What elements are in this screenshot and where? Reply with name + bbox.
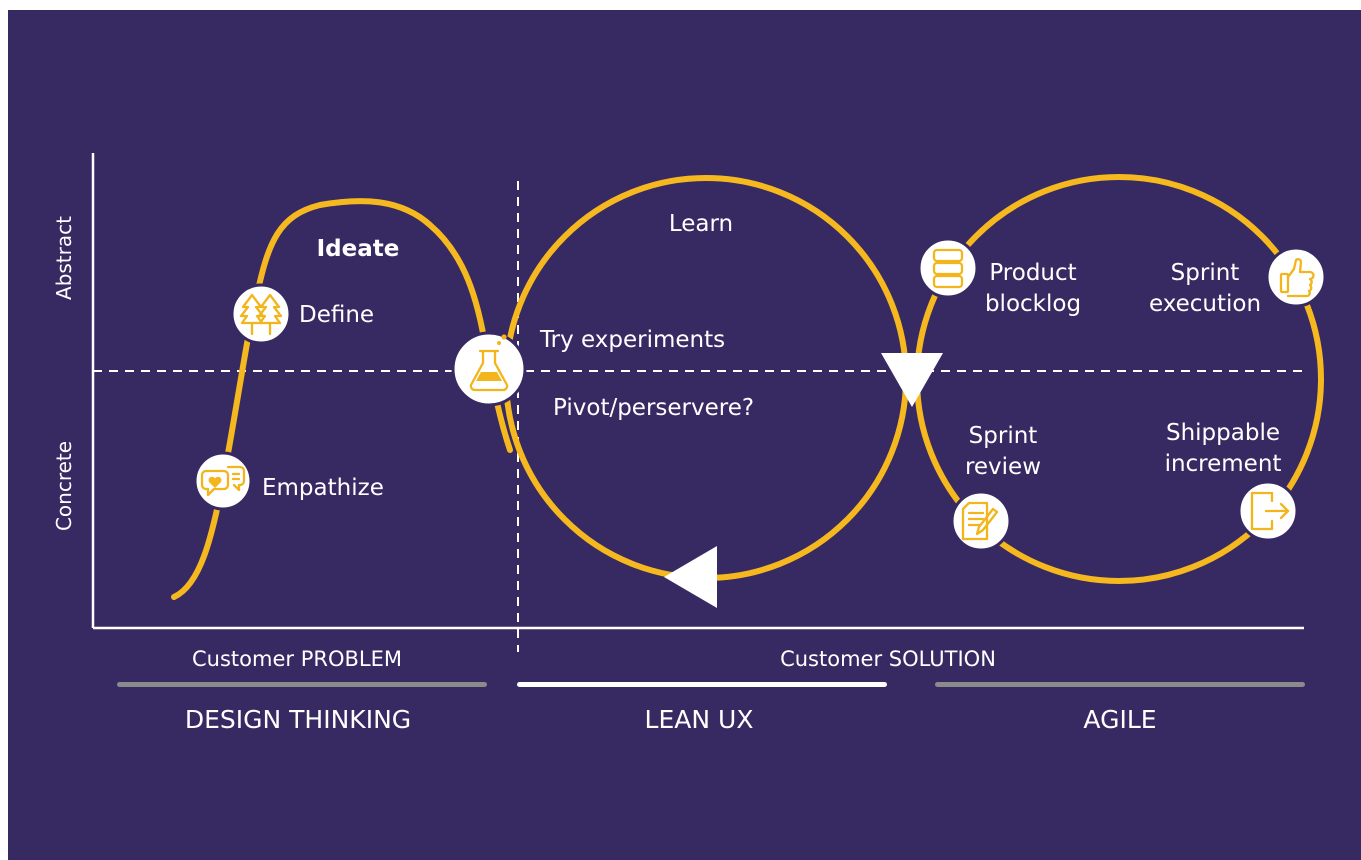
agile-sprint-review-line2: review	[965, 454, 1041, 480]
y-label-abstract: Abstract	[52, 216, 76, 300]
lean-ux-loop	[503, 175, 909, 581]
lean-loop-arrow	[664, 546, 717, 608]
trees-icon	[230, 283, 292, 345]
design-thinking-bar	[117, 682, 487, 687]
agile-product-backlog-line2: blocklog	[985, 291, 1081, 317]
section-title-lean-ux: LEAN UX	[645, 705, 754, 734]
agile-sprint-review-line1: Sprint	[969, 423, 1038, 449]
stage-empathize: Empathize	[262, 475, 384, 501]
stage-ideate: Ideate	[317, 236, 400, 262]
agile-loop-arrow	[881, 353, 943, 407]
lean-try-experiments: Try experiments	[539, 327, 725, 353]
x-label-problem: Customer PROBLEM	[192, 647, 402, 671]
agile-sprint-execution-line2: execution	[1149, 291, 1261, 317]
lean-ux-bar	[517, 682, 887, 687]
y-label-concrete: Concrete	[52, 441, 76, 531]
chat-heart-icon	[193, 451, 253, 511]
flask-icon	[451, 331, 527, 407]
lean-pivot: Pivot/perservere?	[553, 395, 754, 421]
agile-shippable-increment-line2: increment	[1165, 451, 1282, 477]
x-label-solution: Customer SOLUTION	[780, 647, 996, 671]
agile-sprint-execution-line1: Sprint	[1171, 260, 1240, 286]
list-stack-icon	[917, 237, 979, 299]
agile-shippable-increment-line1: Shippable	[1166, 420, 1280, 446]
thumbs-up-icon	[1265, 246, 1327, 308]
agile-bar	[935, 682, 1305, 687]
agile-product-backlog-line1: Product	[989, 260, 1076, 286]
lean-learn: Learn	[669, 211, 733, 237]
exit-arrow-icon	[1237, 480, 1299, 542]
section-title-agile: AGILE	[1083, 705, 1156, 734]
document-pen-icon	[950, 490, 1012, 552]
section-title-design-thinking: DESIGN THINKING	[185, 705, 411, 734]
stage-define: Define	[299, 302, 374, 328]
